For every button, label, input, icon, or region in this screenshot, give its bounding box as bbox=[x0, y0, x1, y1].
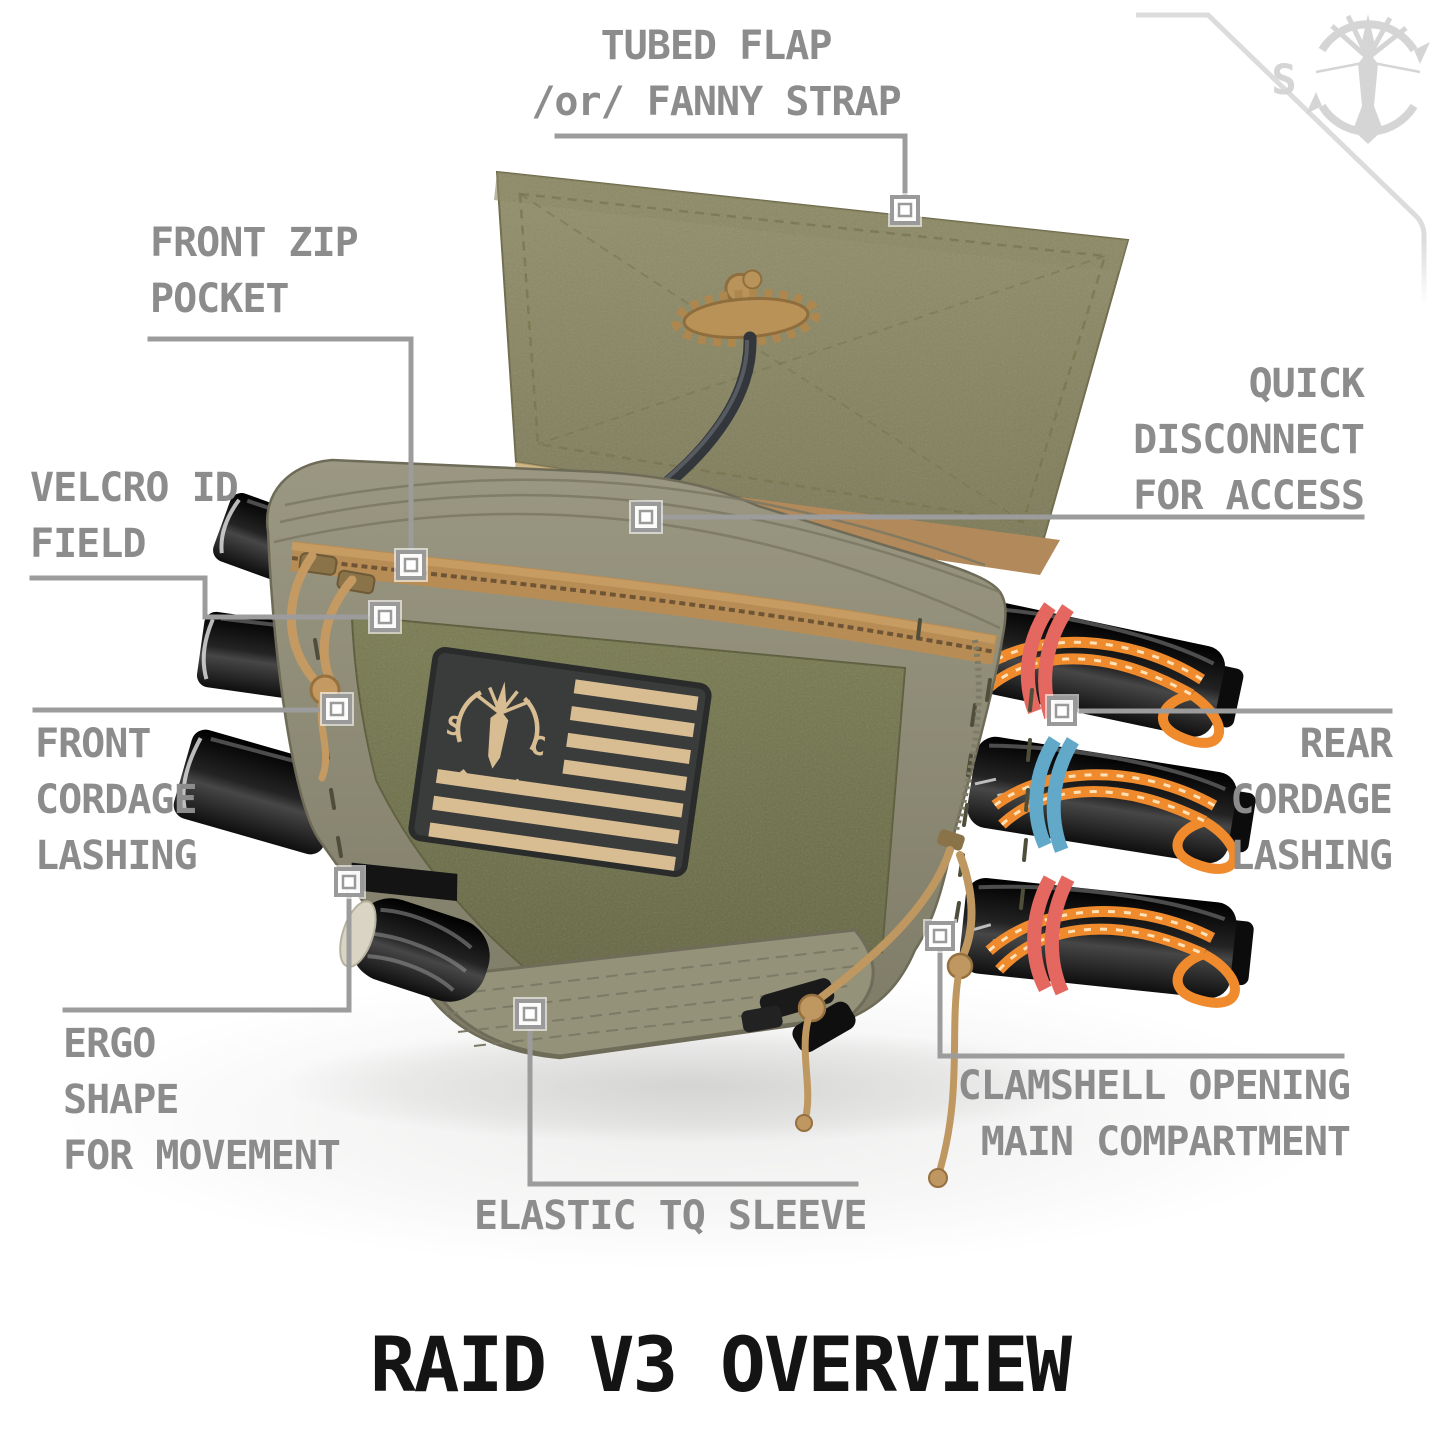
callout-text-line: MAIN COMPARTMENT bbox=[980, 1119, 1351, 1165]
callout-text-line: LASHING bbox=[1230, 833, 1393, 879]
callout-marker-rear-cordage bbox=[1043, 692, 1081, 730]
side-zipper bbox=[937, 639, 982, 851]
callout-marker-clamshell bbox=[921, 917, 959, 955]
callout-text-line: /or/ FANNY STRAP bbox=[531, 79, 901, 125]
callout-line-tubed-flap bbox=[554, 133, 908, 197]
callout-text-line: CLAMSHELL OPENING bbox=[957, 1063, 1351, 1109]
callout-marker-quick-disconnect bbox=[627, 498, 665, 536]
callout-text-line: REAR bbox=[1299, 721, 1393, 767]
callout-elastic-tq-sleeve: ELASTIC TQ SLEEVE bbox=[474, 1188, 867, 1244]
callout-text-line: CORDAGE bbox=[35, 777, 198, 823]
page-title: RAID V3 OVERVIEW bbox=[369, 1320, 1072, 1409]
callout-front-zip-pocket: FRONT ZIP POCKET bbox=[150, 215, 359, 327]
patch-letter-c: C bbox=[528, 731, 548, 763]
callout-text-line: SHAPE bbox=[63, 1077, 179, 1123]
callout-marker-velcro-id-field bbox=[366, 598, 404, 636]
spire-compass-logo: S C bbox=[1271, 14, 1440, 144]
callout-text-line: FIELD bbox=[30, 521, 146, 567]
callout-text-line: FRONT ZIP bbox=[150, 220, 359, 266]
callout-marker-front-cordage bbox=[318, 690, 356, 728]
callout-tubed-flap: TUBED FLAP /or/ FANNY STRAP bbox=[520, 18, 912, 130]
magazine-bundle-right-1 bbox=[955, 599, 1244, 748]
callout-line-front-zip-pocket bbox=[147, 336, 414, 552]
spire-icon bbox=[1353, 14, 1383, 144]
callout-text-line: DISCONNECT bbox=[1133, 417, 1365, 463]
callout-text-line: LASHING bbox=[35, 833, 198, 879]
callout-text-line: QUICK bbox=[1248, 361, 1365, 407]
callout-marker-tubed-flap bbox=[886, 191, 924, 229]
pouch-shadow bbox=[280, 1027, 1100, 1143]
callout-marker-elastic-tq bbox=[511, 995, 549, 1033]
callout-marker-front-zip-pocket bbox=[392, 546, 430, 584]
magazine-bundle-right-2 bbox=[967, 736, 1256, 874]
callout-line-elastic-tq bbox=[527, 1027, 859, 1187]
callout-line-velcro-id-field bbox=[29, 575, 369, 620]
paracord-pull-right bbox=[795, 846, 976, 1188]
callout-rear-cordage-lashing: REAR CORDAGE LASHING bbox=[1230, 716, 1393, 884]
callout-text-line: CORDAGE bbox=[1230, 777, 1393, 823]
corner-accent-line bbox=[1136, 12, 1427, 302]
callout-velcro-id-field: VELCRO ID FIELD bbox=[30, 460, 239, 572]
callout-line-ergo-shape bbox=[62, 895, 352, 1013]
callout-text-line: POCKET bbox=[150, 276, 289, 322]
callout-text-line: FRONT bbox=[35, 721, 151, 767]
logo-letter-s: S bbox=[1271, 55, 1296, 104]
callout-text-line: FOR MOVEMENT bbox=[63, 1133, 341, 1179]
patch-emblem-rays bbox=[473, 686, 531, 715]
rubber-band-blue bbox=[1029, 736, 1061, 849]
callout-text-line: ELASTIC TQ SLEEVE bbox=[474, 1193, 867, 1239]
spire-rays bbox=[1330, 14, 1408, 60]
callout-front-cordage-lashing: FRONT CORDAGE LASHING bbox=[35, 716, 198, 884]
callout-text-line: VELCRO ID bbox=[30, 465, 239, 511]
magazine-bundle-right-3 bbox=[959, 875, 1254, 1008]
spire-thin-rays bbox=[1315, 60, 1421, 74]
yoke-stitching bbox=[273, 478, 1001, 630]
callout-text-line: ERGO bbox=[63, 1021, 156, 1067]
patch-letter-s: S bbox=[444, 711, 464, 743]
callout-quick-disconnect: QUICK DISCONNECT FOR ACCESS bbox=[1133, 356, 1365, 524]
callout-text-line: TUBED FLAP bbox=[600, 23, 833, 69]
patch-stripes bbox=[428, 679, 699, 871]
callout-line-clamshell bbox=[937, 949, 1345, 1059]
callout-clamshell-opening: CLAMSHELL OPENING MAIN COMPARTMENT bbox=[957, 1058, 1351, 1170]
flag-patch: S C bbox=[408, 647, 712, 877]
callout-ergo-shape: ERGO SHAPE FOR MOVEMENT bbox=[63, 1016, 341, 1184]
callout-marker-ergo-shape bbox=[330, 863, 368, 901]
callout-text-line: FOR ACCESS bbox=[1133, 473, 1365, 519]
